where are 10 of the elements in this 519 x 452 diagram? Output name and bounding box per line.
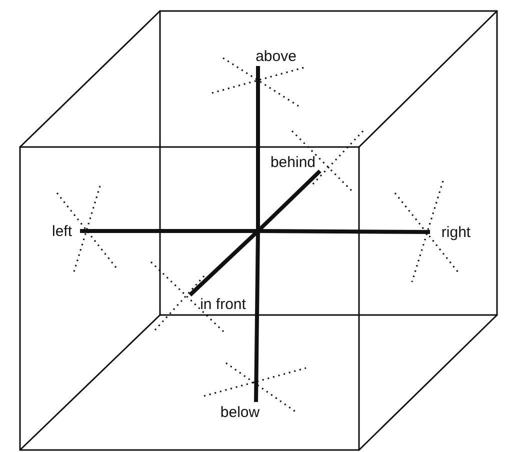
axis-line [254, 230, 260, 402]
direction-label: left [52, 224, 72, 238]
direction-label: right [441, 224, 471, 240]
direction-label: in front [200, 296, 246, 312]
direction-label: above [256, 48, 296, 64]
axis-line [80, 229, 258, 233]
axis-line [258, 229, 430, 234]
direction-label: below [220, 404, 260, 420]
direction-label: behind [270, 154, 316, 170]
axis-line [256, 66, 260, 231]
